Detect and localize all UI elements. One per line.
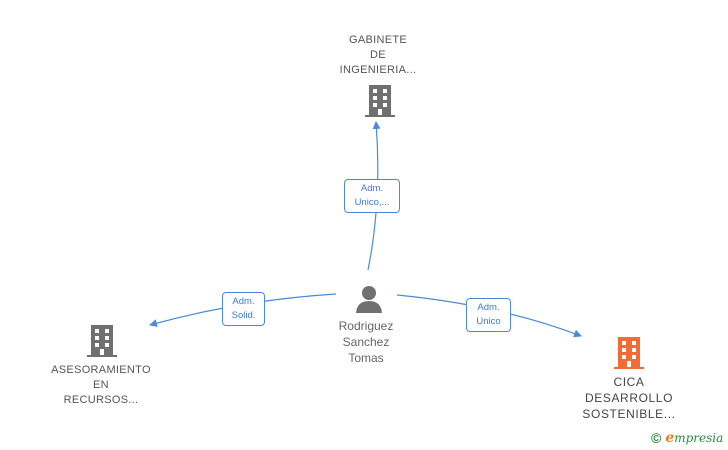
person-name[interactable]: Rodriguez Sanchez Tomas [338, 319, 394, 365]
person-icon[interactable] [354, 284, 384, 314]
building-icon[interactable] [364, 84, 396, 118]
company-name-main[interactable]: CICA DESARROLLO SOSTENIBLE... [582, 375, 676, 421]
brand-name: empresia [665, 430, 724, 446]
edge-label-top[interactable]: Adm. Unico,... [344, 179, 400, 213]
company-name-top[interactable]: GABINETE DE INGENIERIA... [339, 34, 417, 76]
company-name-left[interactable]: ASESORAMIENTO EN RECURSOS... [51, 364, 151, 406]
edge-label-main[interactable]: Adm. Unico [466, 298, 511, 332]
edge-label-left[interactable]: Adm. Solid. [222, 292, 265, 326]
building-icon[interactable] [613, 336, 645, 370]
brand-logo: © empresia [651, 430, 723, 446]
copyright-symbol: © [651, 430, 662, 446]
building-icon[interactable] [86, 324, 118, 358]
